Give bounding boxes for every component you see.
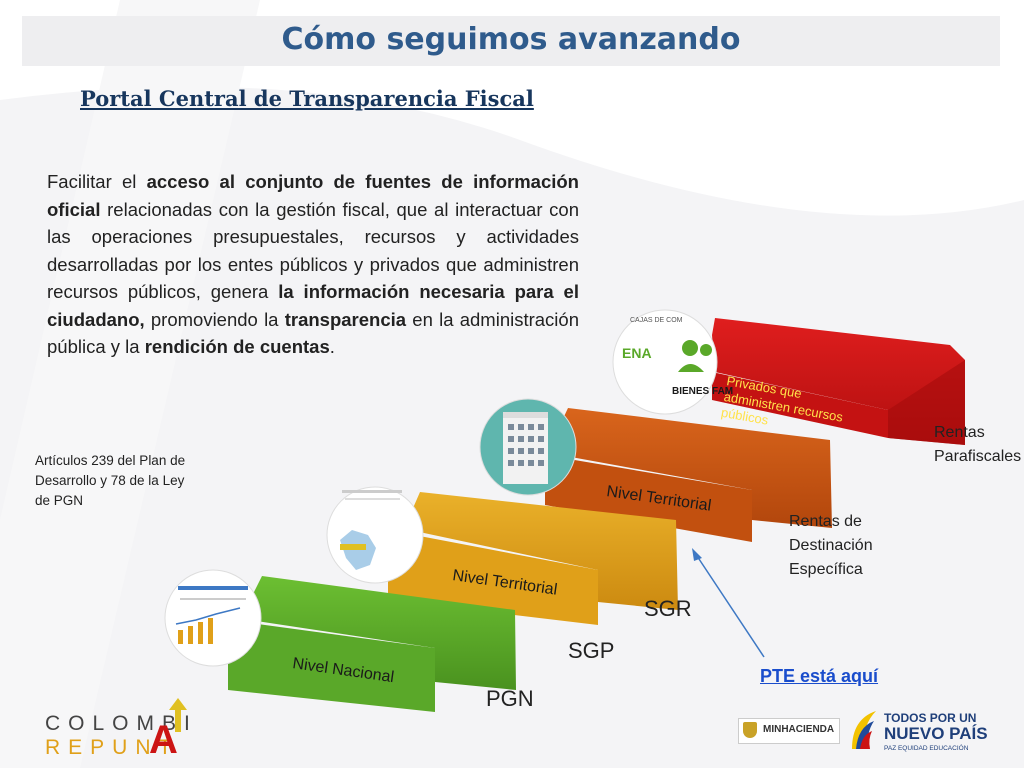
rentas-parafiscales-label: Rentas Parafiscales [934,421,1024,469]
logo-colombia-text: COLOMBI [45,712,198,735]
thumb-cajas-text: CAJAS DE COM [630,317,683,324]
paragraph-run: . [329,336,335,357]
colombia-repunta-logo: COLOMBI REPUNT A [45,698,198,762]
minhacienda-logo: MINHACIENDA [738,718,840,744]
todos-line-2: NUEVO PAÍS [884,724,988,743]
rentas-parafiscales-line-1: Rentas [934,424,985,441]
pte-arrow [692,548,765,658]
paragraph-run: en la administración pública y la [47,308,579,358]
thumb-chart [164,569,262,667]
step-orange [545,408,832,542]
paragraph-run: Facilitar el [47,171,147,192]
paragraph-bold-run: la información necesaria para el ciudada… [47,281,579,330]
rentas-destinacion-label: Rentas de Destinación Específica [789,510,873,582]
level-pgn: PGN [486,686,534,711]
logo-a-letter: A [149,718,178,762]
level-sgp: SGP [568,638,615,663]
rentas-destinacion-line-3: Específica [789,561,863,578]
level-sgr: SGR [644,596,692,621]
logo-repunta-text: REPUNT [45,736,180,759]
rentas-destinacion-line-2: Destinación [789,537,873,554]
minhacienda-shield-icon [743,722,757,738]
subtitle: Portal Central de Transparencia Fiscal [80,86,534,111]
step-red [712,318,965,445]
minhacienda-text: MINHACIENDA [763,724,835,735]
paragraph-bold-run: transparencia [284,308,407,330]
thumb-building [479,398,577,496]
description-paragraph: Facilitar el acceso al conjunto de fuent… [47,168,579,361]
paragraph-run: promoviendo la [144,308,285,330]
paragraph-run: relacionadas con la gestión fiscal, que … [47,198,579,303]
todos-line-3: PAZ EQUIDAD EDUCACIÓN [884,745,969,752]
paragraph-bold-run: acceso al conjunto de fuentes de informa… [47,171,579,220]
todos-por-un-nuevo-pais-logo: TODOS POR UN NUEVO PAÍS PAZ EQUIDAD EDUC… [848,705,988,760]
articles-note: Artículos 239 del Plan de Desarrollo y 7… [35,453,186,508]
todos-line-1: TODOS POR UN [884,711,977,725]
paragraph-bold-run: rendición de cuentas [144,336,330,357]
step-green [228,576,516,712]
page-title: Cómo seguimos avanzando [281,22,741,57]
rentas-destinacion-line-1: Rentas de [789,513,862,530]
thumb-sena-text: ENA [622,345,652,361]
thumb-bienestar-text: BIENES FAM [672,386,733,397]
title-bar [22,16,1000,66]
thumb-sena-bienestar: CAJAS DE COM ENA BIENES FAM [612,309,733,415]
rentas-parafiscales-line-2: Parafiscales [934,448,1022,465]
logo-arrow-icon [169,698,187,732]
pte-link[interactable]: PTE está aquí [760,666,879,686]
thumb-map [326,486,424,584]
flag-wings-icon [852,711,876,749]
